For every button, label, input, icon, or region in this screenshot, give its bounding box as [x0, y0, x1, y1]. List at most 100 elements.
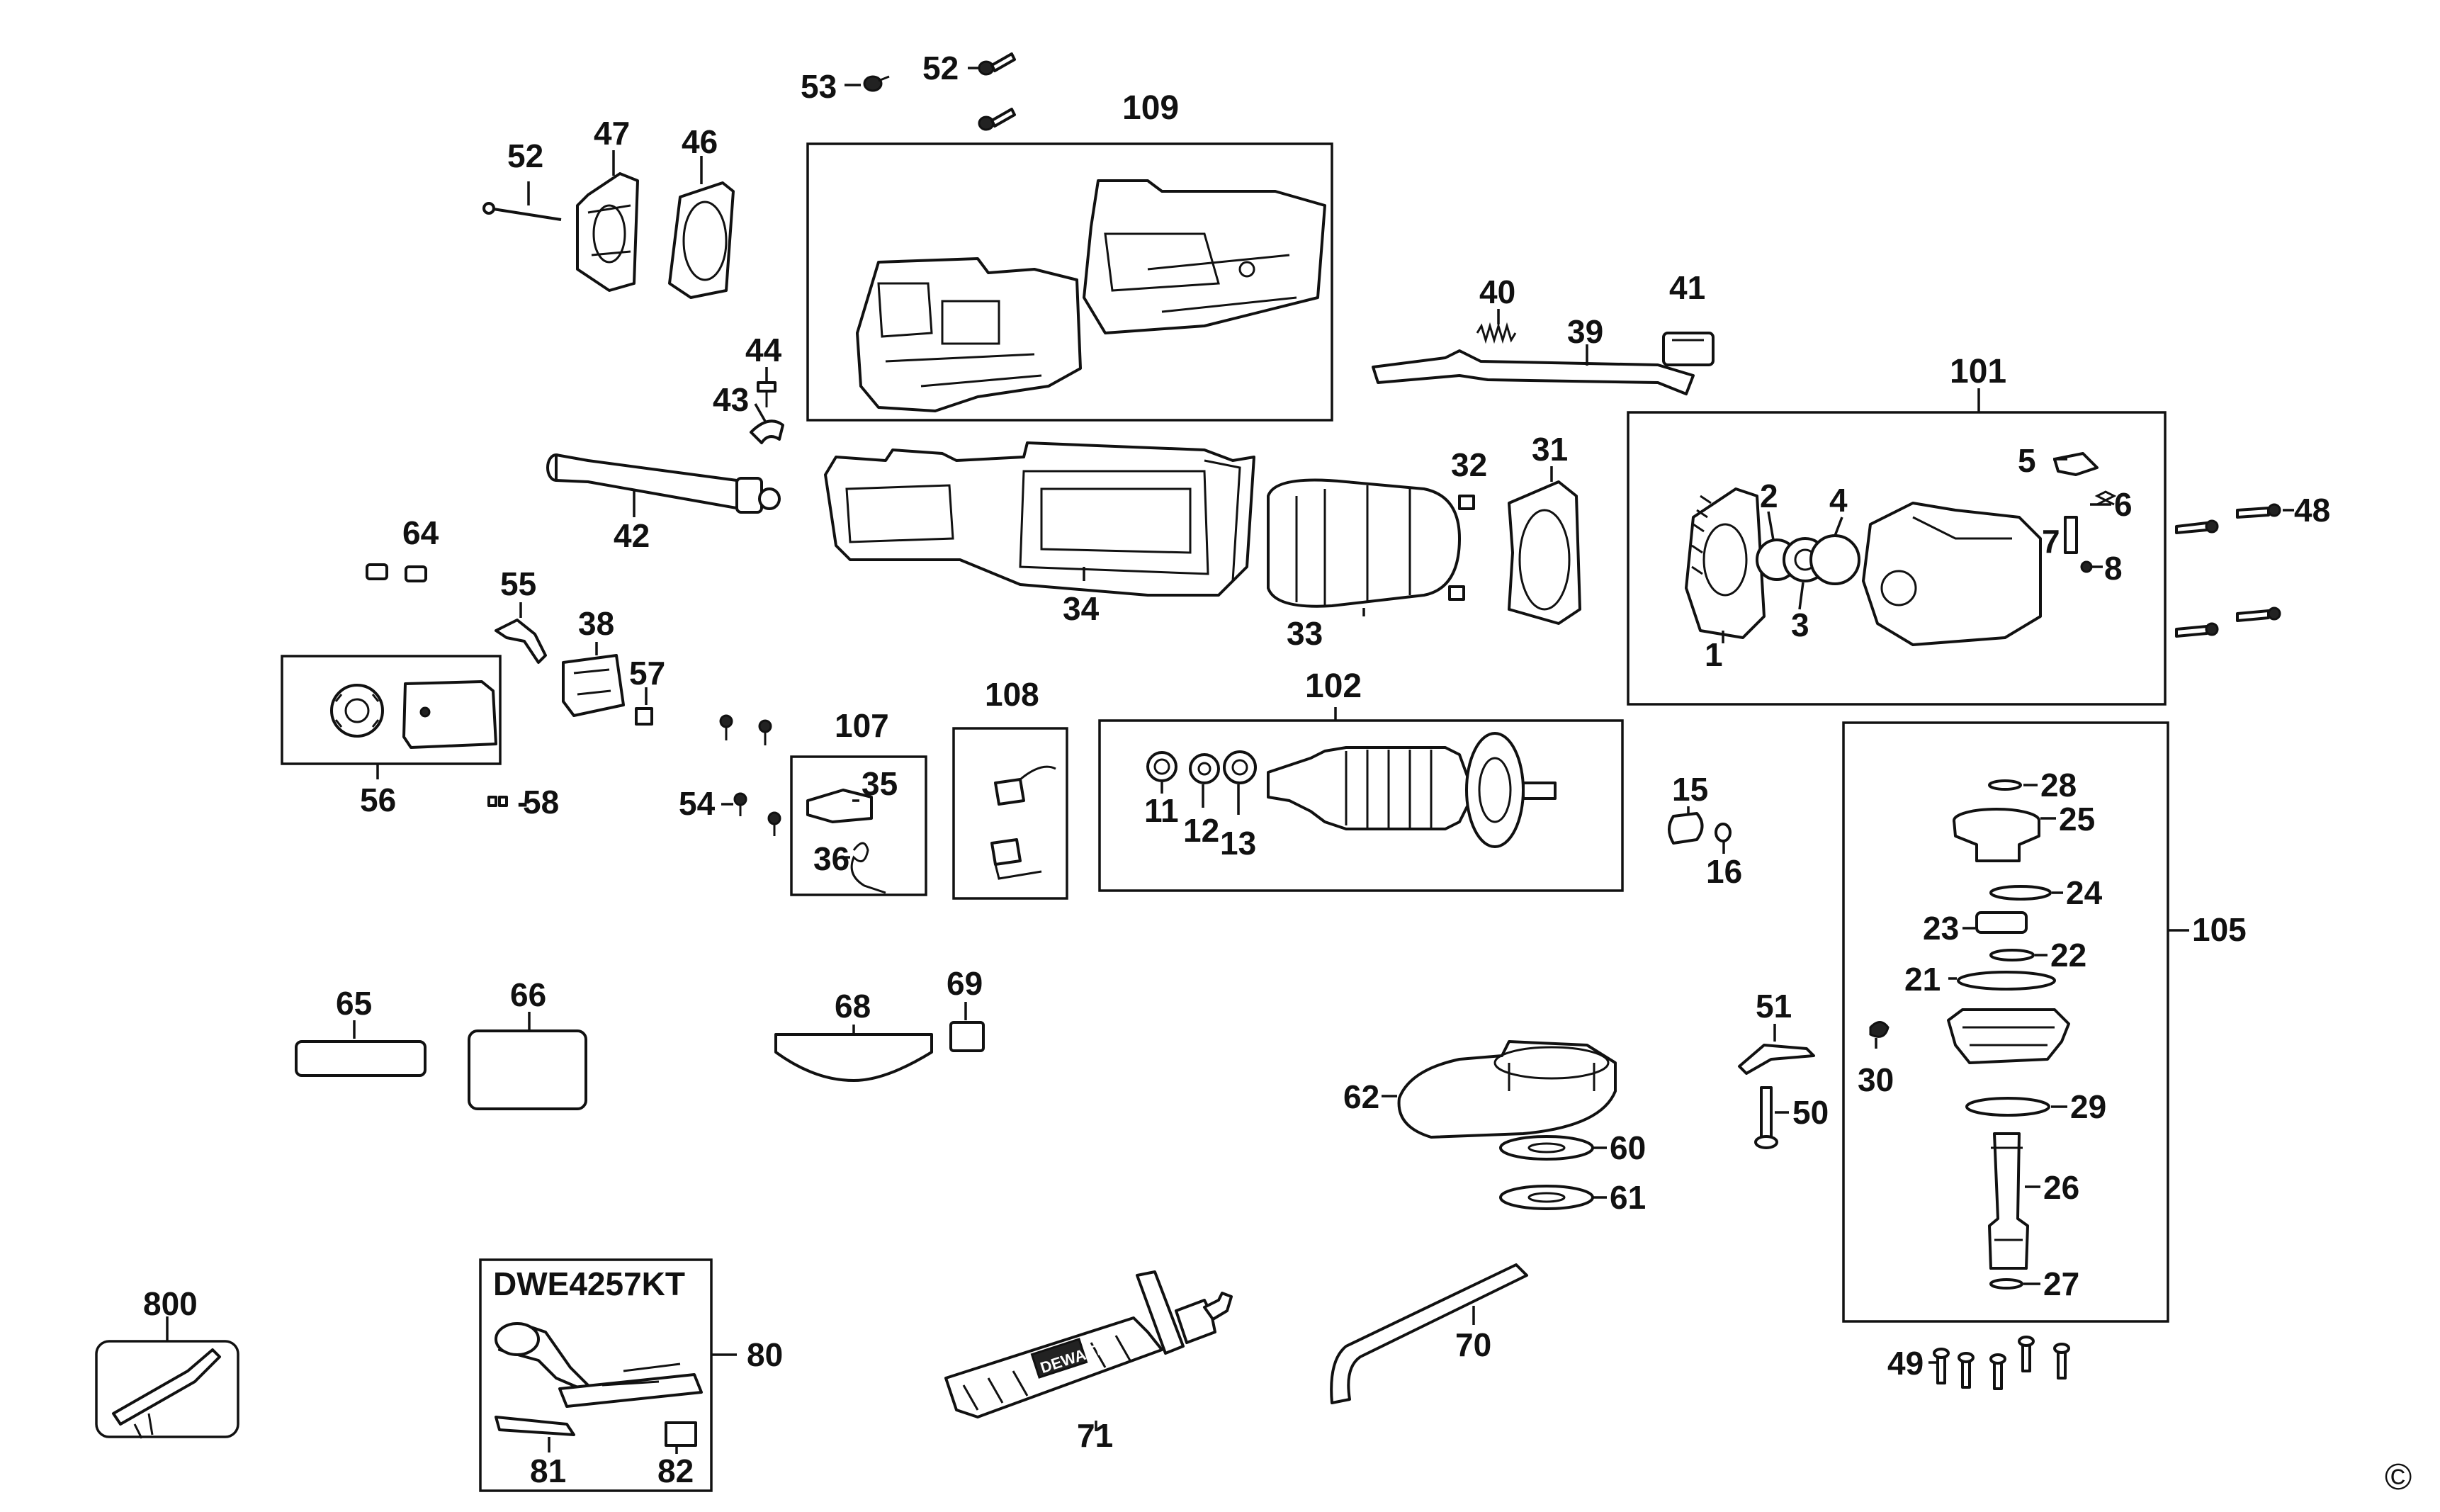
label-13: 13 [1220, 825, 1256, 862]
label-46: 46 [682, 123, 718, 160]
field-33 [1267, 478, 1461, 616]
group-box-56 [281, 655, 502, 765]
label-3: 3 [1791, 607, 1809, 643]
label-66: 66 [510, 976, 546, 1013]
label-51: 51 [1756, 988, 1792, 1025]
model-label: DWE4257KT [493, 1265, 685, 1302]
label-44: 44 [745, 332, 782, 368]
brushes-64 [366, 563, 427, 582]
label-21: 21 [1904, 961, 1941, 998]
label-23: 23 [1923, 910, 1959, 947]
clip-58 [487, 796, 508, 807]
label-41: 41 [1669, 269, 1705, 306]
screws-49 [1928, 1336, 2070, 1390]
label-33: 33 [1287, 615, 1323, 652]
label-12: 12 [1183, 812, 1219, 849]
wire-55 [495, 602, 547, 664]
label-52-top: 52 [922, 50, 959, 86]
label-58: 58 [523, 784, 559, 820]
dust-extraction-kit-80 [495, 1322, 737, 1454]
group-box-107 [790, 755, 927, 896]
label-81: 81 [530, 1452, 566, 1489]
armature-102 [1146, 707, 1557, 848]
group-box-105 [1842, 721, 2169, 1323]
label-49: 49 [1887, 1345, 1924, 1382]
label-2: 2 [1760, 478, 1778, 514]
label-1: 1 [1705, 636, 1723, 673]
label-11: 11 [1144, 792, 1179, 829]
label-102: 102 [1305, 667, 1362, 705]
label-68: 68 [835, 988, 871, 1025]
slider-41 [1662, 332, 1715, 366]
label-4: 4 [1829, 482, 1848, 519]
screw-52-top [968, 52, 1016, 131]
label-22: 22 [2050, 937, 2086, 974]
label-36: 36 [813, 840, 849, 877]
label-52-left: 52 [507, 137, 543, 174]
label-30: 30 [1858, 1061, 1894, 1098]
label-57: 57 [629, 655, 665, 692]
nut-61 [1499, 1185, 1607, 1210]
lever-51 [1738, 1024, 1815, 1075]
connector-57 [635, 687, 653, 726]
carbon-brushes-108 [990, 765, 1056, 880]
label-plate-66 [468, 1012, 587, 1110]
label-58-dash: - [517, 784, 528, 820]
label-109: 109 [1122, 89, 1179, 127]
label-65: 65 [336, 985, 372, 1022]
label-29: 29 [2070, 1088, 2106, 1125]
label-47: 47 [594, 115, 630, 152]
label-35: 35 [862, 765, 898, 802]
end-cover-47 [576, 150, 639, 292]
label-32: 32 [1451, 446, 1487, 483]
label-108: 108 [985, 676, 1039, 713]
label-800: 800 [143, 1285, 198, 1322]
electronic-module-56 [330, 680, 497, 779]
screw-44 [757, 367, 776, 407]
side-handle-71: DEWALT [944, 1270, 1233, 1431]
label-38: 38 [578, 605, 614, 642]
label-71: 71 [1077, 1417, 1113, 1454]
screws-54 [719, 714, 781, 836]
group-box-80 [479, 1258, 713, 1492]
label-39: 39 [1567, 313, 1603, 350]
label-82: 82 [657, 1452, 694, 1489]
part-number-labels: 53 52 109 52 47 46 44 43 42 34 33 32 31 … [143, 50, 2412, 1498]
nameplate-68 [774, 1025, 933, 1082]
screws-48 [2175, 503, 2294, 638]
cord-42 [546, 453, 781, 517]
label-34: 34 [1063, 590, 1100, 627]
label-26: 26 [2043, 1169, 2079, 1206]
screw-53 [845, 75, 890, 92]
group-box-108 [952, 727, 1068, 900]
spindle-assembly-105 [1869, 779, 2189, 1290]
flange-60 [1499, 1135, 1607, 1161]
label-61: 61 [1610, 1179, 1646, 1216]
label-60: 60 [1610, 1129, 1646, 1166]
label-56: 56 [360, 782, 396, 818]
label-6: 6 [2114, 486, 2133, 523]
group-box-101 [1627, 411, 2167, 706]
housing-halves-109 [856, 179, 1326, 412]
label-plate-65 [295, 1020, 427, 1077]
accessory-800 [112, 1316, 221, 1439]
guard-62 [1382, 1040, 1617, 1139]
label-53: 53 [801, 68, 837, 105]
label-28: 28 [2040, 767, 2077, 803]
switch-rod-39 [1372, 344, 1695, 395]
label-31: 31 [1532, 431, 1568, 468]
label-80: 80 [747, 1336, 783, 1373]
label-48: 48 [2294, 492, 2330, 529]
spacer-32 [1448, 495, 1475, 601]
label-54: 54 [679, 785, 716, 822]
group-box-102 [1098, 719, 1624, 892]
label-5: 5 [2018, 442, 2036, 479]
switch-38 [562, 642, 625, 717]
bearing-cap-15 [1668, 806, 1704, 845]
end-cap-46 [668, 156, 735, 299]
hex-key-70 [1330, 1263, 1528, 1404]
leaders-101 [1722, 388, 2111, 643]
label-7: 7 [2042, 523, 2060, 560]
spring-40 [1476, 309, 1517, 344]
